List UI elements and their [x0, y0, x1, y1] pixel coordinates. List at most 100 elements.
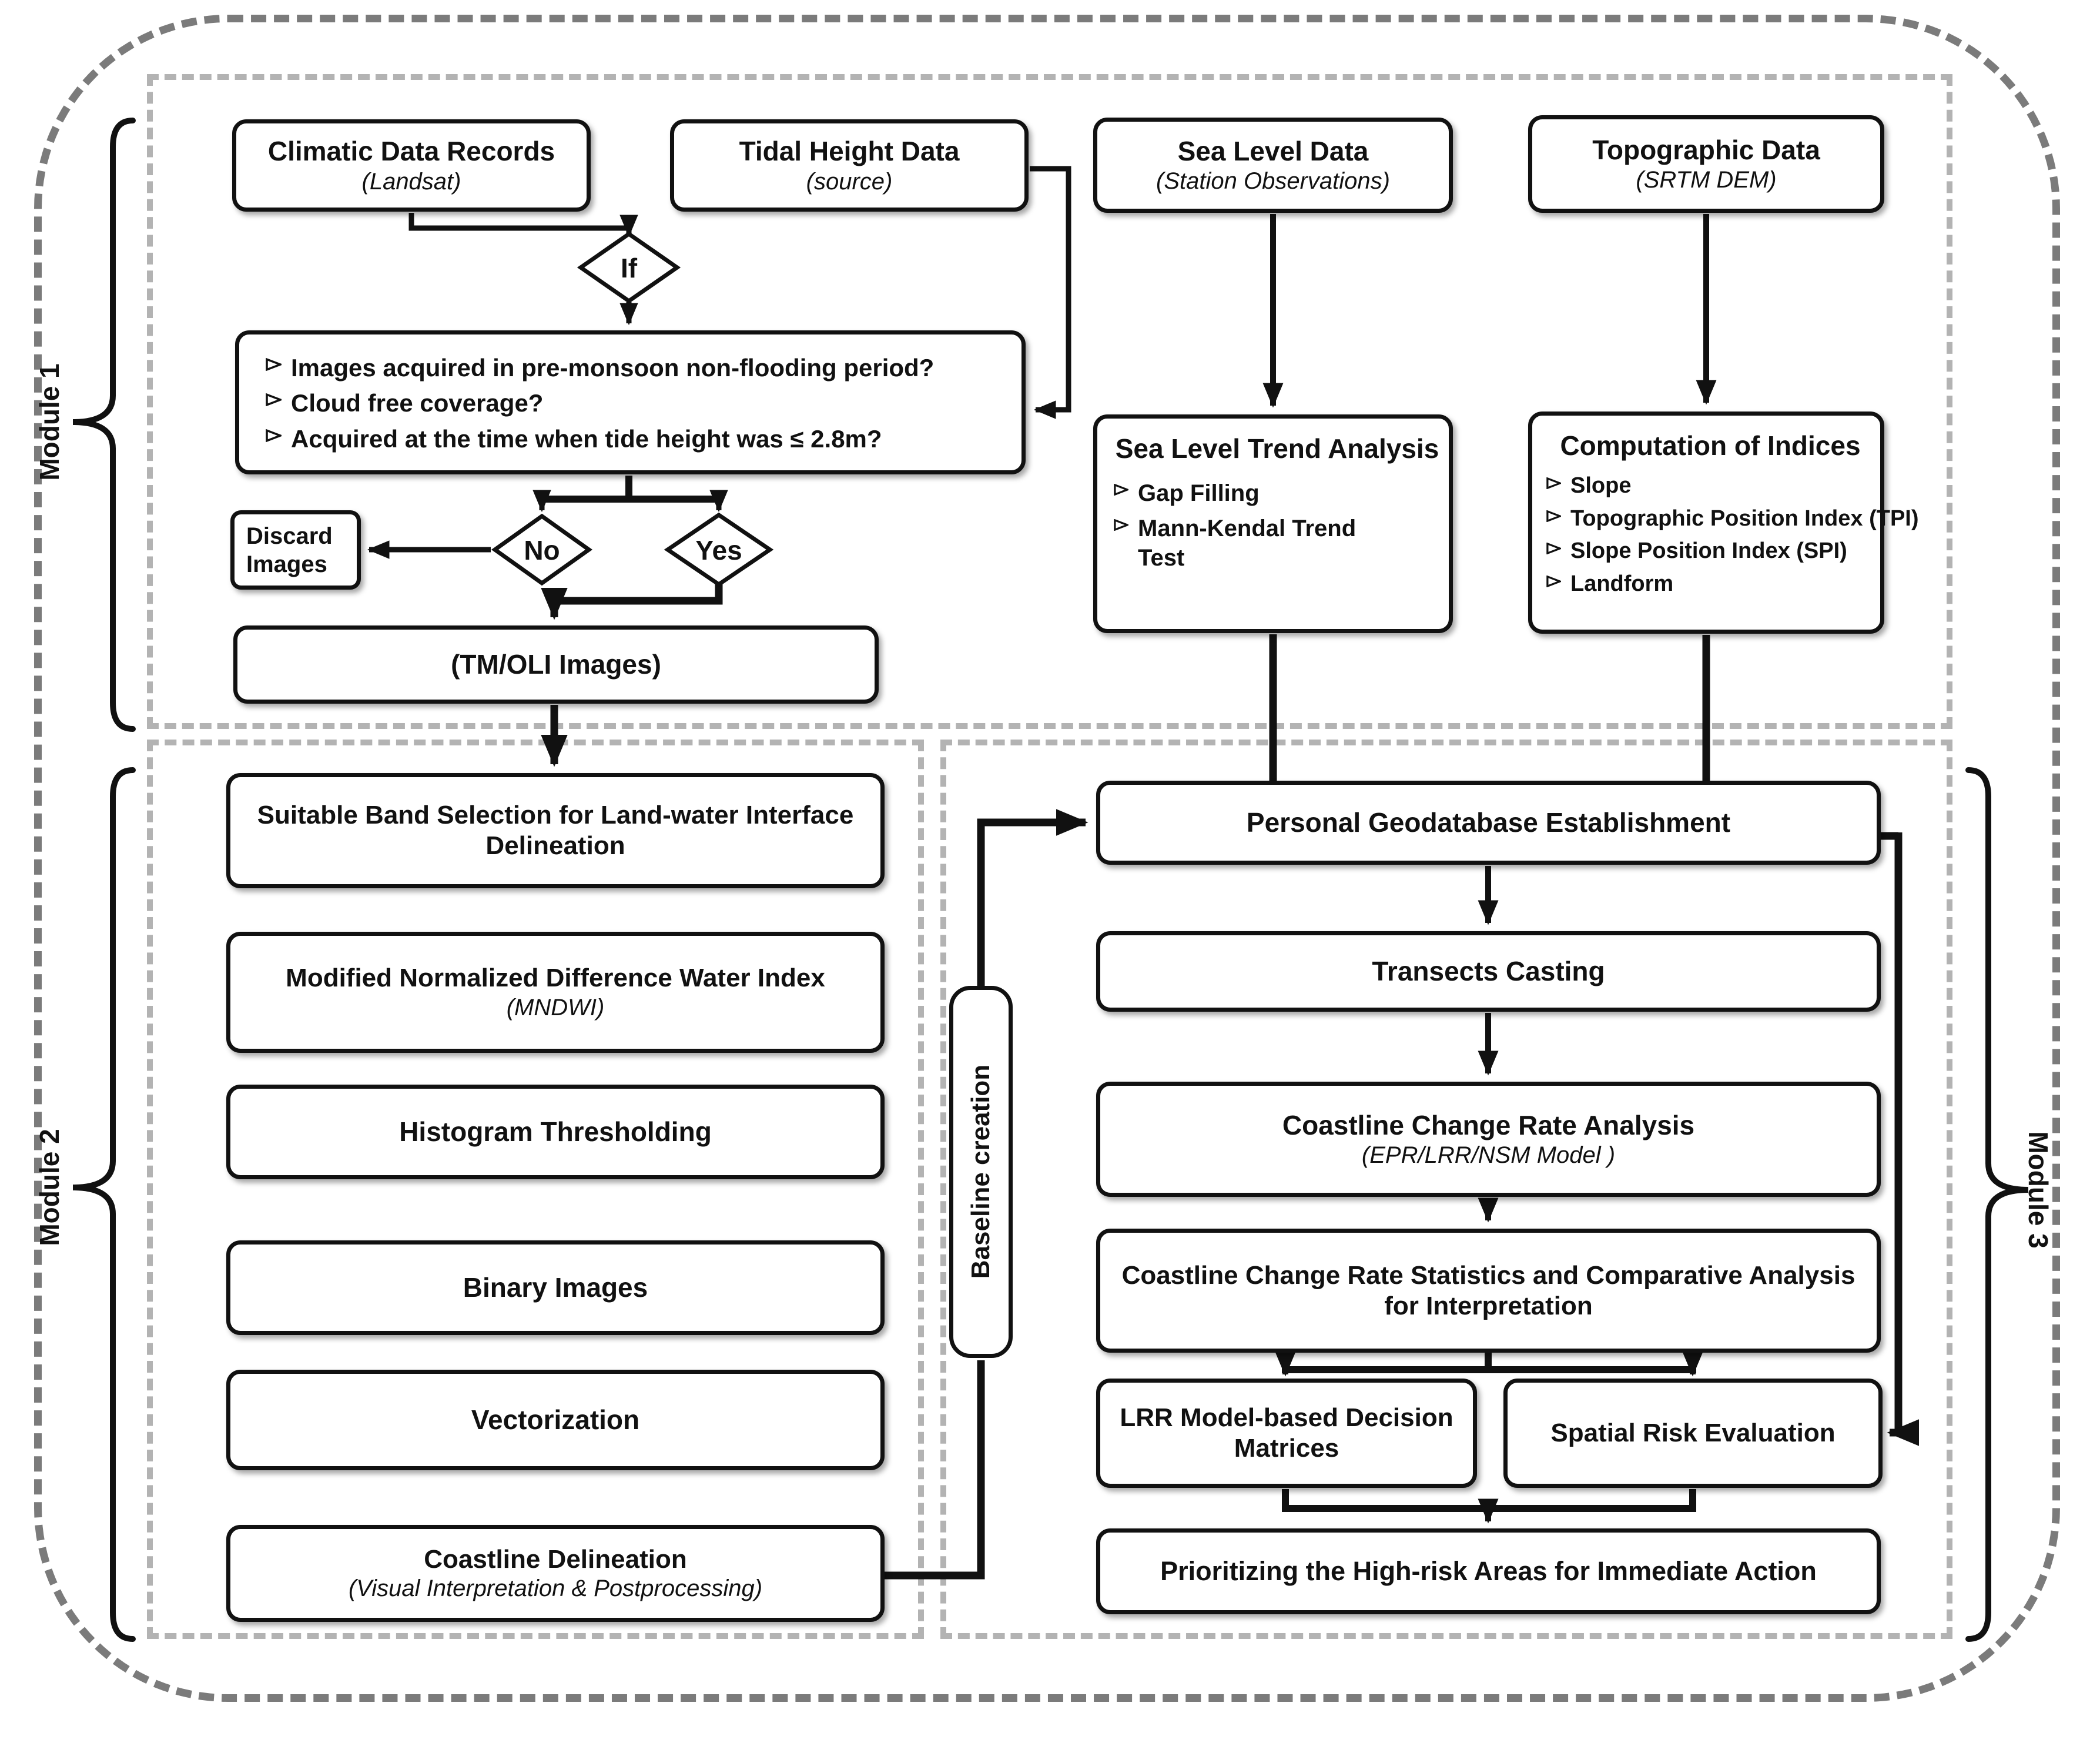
- band-selection-label: Suitable Band Selection for Land-water I…: [257, 801, 854, 860]
- yes-diamond: [664, 512, 774, 587]
- sea-level-trend-box: Sea Level Trend Analysis Gap Filling Man…: [1093, 414, 1453, 633]
- arrow-bullet-icon: [1546, 510, 1561, 522]
- arrow-route-to-spatial: [1887, 832, 1920, 1446]
- transects-casting-label: Transects Casting: [1372, 956, 1605, 987]
- yes-diamond-label: Yes: [695, 535, 742, 566]
- arrow-yes-to-tmoli: [541, 584, 723, 620]
- module2-dashed-frame: [147, 740, 924, 1639]
- module1-label: Module 1: [34, 363, 65, 481]
- spatial-risk-box: Spatial Risk Evaluation: [1503, 1379, 1883, 1488]
- tidal-height-title: Tidal Height Data: [739, 136, 960, 167]
- binary-images-label: Binary Images: [463, 1272, 648, 1303]
- no-diamond-label: No: [524, 535, 560, 566]
- index-item-text: Slope Position Index (SPI): [1570, 538, 1847, 564]
- climatic-data-subtitle: (Landsat): [361, 168, 461, 195]
- baseline-creation-box: [949, 986, 1013, 1358]
- topographic-data-subtitle: (SRTM DEM): [1636, 167, 1777, 193]
- lrr-decision-label: LRR Model-based Decision Matrices: [1120, 1403, 1453, 1463]
- trend-item-text: Gap Filling: [1138, 480, 1260, 507]
- index-item-row: Slope: [1546, 472, 1631, 500]
- arrow-climatic-to-if: [408, 213, 638, 237]
- lrr-decision-box: LRR Model-based Decision Matrices: [1096, 1379, 1477, 1488]
- sea-level-data-subtitle: (Station Observations): [1156, 168, 1390, 195]
- transects-casting-box: Transects Casting: [1096, 931, 1881, 1012]
- mndwi-subtitle: (MNDWI): [506, 994, 605, 1021]
- outer-dashed-border: [34, 15, 2060, 1702]
- change-rate-statistics-box: Coastline Change Rate Statistics and Com…: [1096, 1229, 1881, 1353]
- discard-images-box: Discard Images: [230, 510, 361, 590]
- coastline-delineation-subtitle: (Visual Interpretation & Postprocessing): [348, 1575, 763, 1602]
- condition-text: Images acquired in pre-monsoon non-flood…: [291, 353, 935, 382]
- geodatabase-box: Personal Geodatabase Establishment: [1096, 781, 1881, 865]
- no-diamond: [491, 513, 593, 586]
- climatic-data-box: Climatic Data Records (Landsat): [232, 119, 591, 212]
- topographic-data-title: Topographic Data: [1592, 134, 1820, 165]
- line-coastline-to-baseline: [883, 1360, 985, 1580]
- arrow-bullet-icon: [1546, 543, 1561, 555]
- tm-oli-images-box: (TM/OLI Images): [233, 625, 879, 704]
- histogram-label: Histogram Thresholding: [399, 1116, 712, 1148]
- index-item-text: Slope: [1570, 473, 1632, 499]
- index-item-row: Topographic Position Index (TPI): [1546, 505, 1919, 533]
- tm-oli-images-label: (TM/OLI Images): [451, 649, 661, 680]
- binary-images-box: Binary Images: [226, 1240, 885, 1335]
- tidal-height-box: Tidal Height Data (source): [670, 119, 1029, 212]
- mndwi-box: Modified Normalized Difference Water Ind…: [226, 932, 885, 1053]
- arrow-bullet-icon: [266, 393, 282, 407]
- module1-brace: [72, 118, 136, 732]
- arrow-baseline-to-geodatabase: [977, 809, 1088, 987]
- arrow-bullet-icon: [1546, 477, 1561, 490]
- condition-row: Images acquired in pre-monsoon non-flood…: [266, 353, 934, 384]
- module3-dashed-frame: [940, 740, 1952, 1639]
- vectorization-label: Vectorization: [471, 1404, 640, 1436]
- coastline-delineation-box: Coastline Delineation (Visual Interpreta…: [226, 1525, 885, 1622]
- arrow-bullet-icon: [1114, 484, 1128, 496]
- mndwi-title: Modified Normalized Difference Water Ind…: [286, 964, 825, 993]
- change-rate-analysis-subtitle: (EPR/LRR/NSM Model ): [1361, 1142, 1616, 1169]
- trend-item-row: Gap Filling: [1114, 479, 1260, 508]
- condition-text: Acquired at the time when tide height wa…: [291, 424, 882, 453]
- module1-dashed-frame: [147, 74, 1952, 729]
- change-rate-analysis-title: Coastline Change Rate Analysis: [1282, 1109, 1695, 1140]
- sea-level-data-title: Sea Level Data: [1177, 135, 1369, 166]
- index-item-row: Slope Position Index (SPI): [1546, 537, 1847, 566]
- condition-text: Cloud free coverage?: [291, 389, 544, 417]
- arrow-bullet-icon: [266, 357, 282, 371]
- if-diamond: [577, 231, 681, 304]
- arrow-bullet-icon: [1546, 575, 1561, 587]
- index-item-text: Landform: [1570, 571, 1674, 596]
- index-item-row: Landform: [1546, 570, 1673, 598]
- arrow-bullet-icon: [266, 429, 282, 442]
- index-item-text: Topographic Position Index (TPI): [1570, 506, 1919, 531]
- trend-item-text: Mann-Kendal Trend Test: [1138, 516, 1357, 571]
- trend-item-row: Mann-Kendal Trend Test: [1114, 514, 1385, 573]
- change-rate-statistics-label: Coastline Change Rate Statistics and Com…: [1121, 1260, 1855, 1320]
- tidal-height-subtitle: (source): [806, 168, 893, 195]
- discard-images-label: Discard Images: [246, 523, 333, 577]
- prioritize-box: Prioritizing the High-risk Areas for Imm…: [1096, 1528, 1881, 1614]
- computation-indices-box: Computation of Indices Slope Topographic…: [1528, 412, 1919, 634]
- arrow-bullet-icon: [1114, 519, 1128, 531]
- arrow-tidal-to-conditions: [1030, 166, 1071, 419]
- histogram-box: Histogram Thresholding: [226, 1085, 885, 1179]
- sea-level-data-box: Sea Level Data (Station Observations): [1093, 118, 1453, 213]
- module2-label: Module 2: [34, 1129, 65, 1246]
- condition-row: Cloud free coverage?: [266, 388, 543, 419]
- sea-level-trend-title: Sea Level Trend Analysis: [1115, 433, 1439, 464]
- if-diamond-label: If: [621, 253, 638, 283]
- climatic-data-title: Climatic Data Records: [267, 136, 555, 167]
- coastline-delineation-title: Coastline Delineation: [424, 1544, 687, 1574]
- vectorization-box: Vectorization: [226, 1370, 885, 1470]
- condition-row: Acquired at the time when tide height wa…: [266, 424, 882, 455]
- module3-label: Module 3: [2023, 1131, 2054, 1249]
- change-rate-analysis-box: Coastline Change Rate Analysis (EPR/LRR/…: [1096, 1082, 1881, 1197]
- band-selection-box: Suitable Band Selection for Land-water I…: [226, 773, 885, 888]
- geodatabase-label: Personal Geodatabase Establishment: [1246, 807, 1731, 838]
- prioritize-label: Prioritizing the High-risk Areas for Imm…: [1160, 1556, 1817, 1587]
- baseline-creation-label: Baseline creation: [966, 1064, 995, 1279]
- spatial-risk-label: Spatial Risk Evaluation: [1550, 1419, 1836, 1448]
- module3-brace: [1965, 767, 2029, 1642]
- computation-indices-title: Computation of Indices: [1560, 430, 1861, 461]
- topographic-data-box: Topographic Data (SRTM DEM): [1528, 115, 1884, 213]
